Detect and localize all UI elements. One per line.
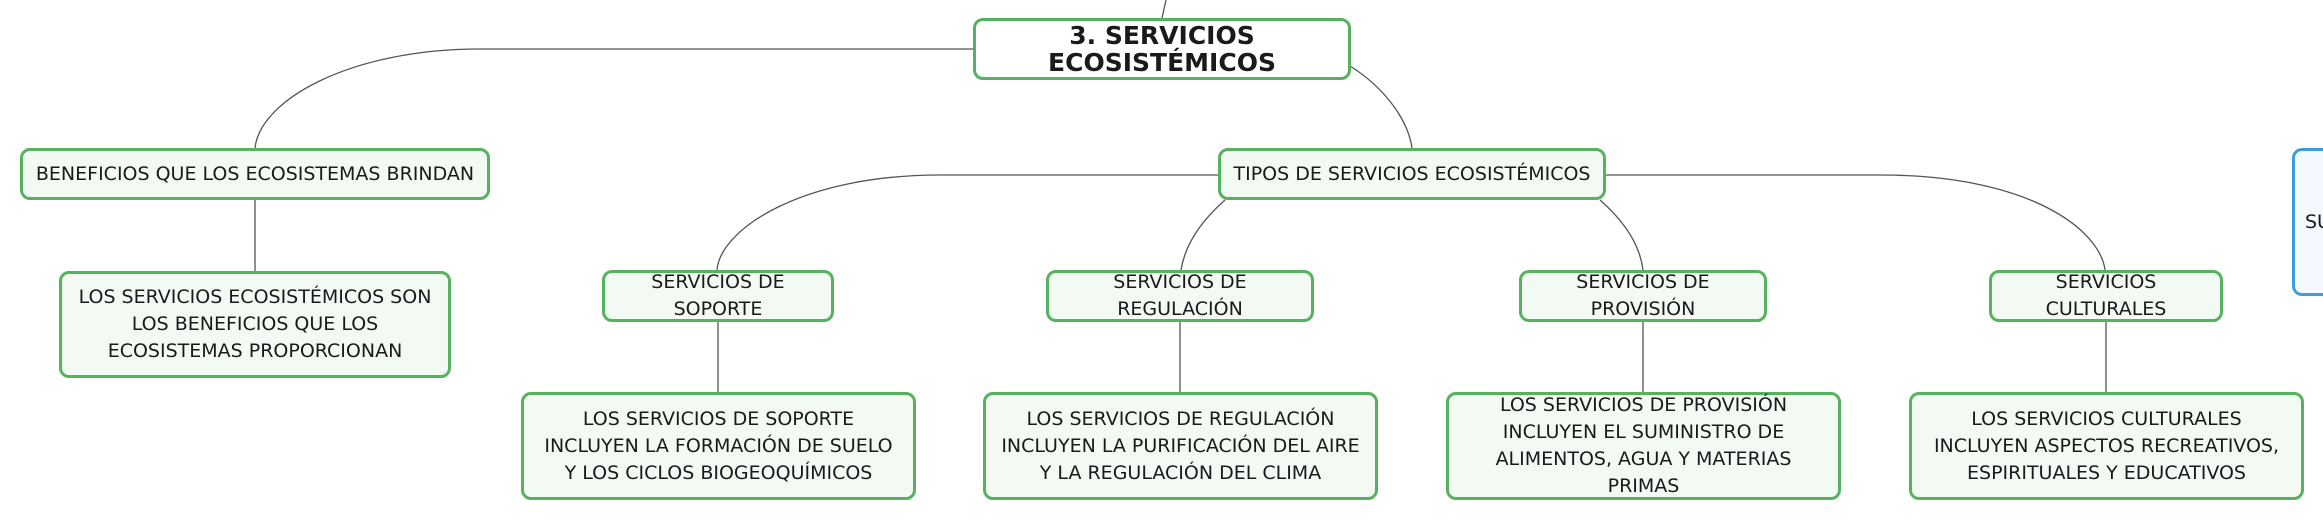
topic-soporte-label: SERVICIOS DE SOPORTE — [651, 271, 785, 320]
edge-tipos-regulacion — [1180, 199, 1226, 271]
detail-provision[interactable]: LOS SERVICIOS DE PROVISIÓN INCLUYEN EL S… — [1446, 392, 1841, 500]
root-topic[interactable]: 3. SERVICIOS ECOSISTÉMICOS — [973, 18, 1351, 80]
offscreen-topic-label: SU — [2305, 210, 2323, 233]
topic-provision[interactable]: SERVICIOS DE PROVISIÓN — [1519, 270, 1767, 322]
offscreen-topic[interactable]: SU — [2292, 148, 2323, 296]
edge-tipos-provision — [1599, 199, 1644, 271]
detail-soporte-text: LOS SERVICIOS DE SOPORTE INCLUYEN LA FOR… — [544, 407, 893, 484]
edge-parent-root — [1161, 0, 1167, 19]
detail-soporte[interactable]: LOS SERVICIOS DE SOPORTE INCLUYEN LA FOR… — [521, 392, 916, 500]
edge-root-tipos — [1349, 65, 1413, 149]
detail-culturales[interactable]: LOS SERVICIOS CULTURALES INCLUYEN ASPECT… — [1909, 392, 2304, 500]
topic-culturales-label: SERVICIOS CULTURALES — [2045, 271, 2167, 320]
edge-root-beneficios — [254, 48, 973, 149]
detail-regulacion-text: LOS SERVICIOS DE REGULACIÓN INCLUYEN LA … — [1001, 407, 1360, 484]
topic-soporte[interactable]: SERVICIOS DE SOPORTE — [602, 270, 834, 322]
topic-regulacion[interactable]: SERVICIOS DE REGULACIÓN — [1046, 270, 1314, 322]
topic-beneficios-label: BENEFICIOS QUE LOS ECOSISTEMAS BRINDAN — [35, 162, 475, 185]
edge-tipos-soporte — [716, 174, 1218, 271]
topic-culturales[interactable]: SERVICIOS CULTURALES — [1989, 270, 2223, 322]
detail-beneficios-text: LOS SERVICIOS ECOSISTÉMICOS SON LOS BENE… — [78, 286, 432, 362]
topic-provision-label: SERVICIOS DE PROVISIÓN — [1576, 271, 1710, 320]
detail-culturales-text: LOS SERVICIOS CULTURALES INCLUYEN ASPECT… — [1933, 407, 2280, 484]
topic-tipos-label: TIPOS DE SERVICIOS ECOSISTÉMICOS — [1233, 162, 1591, 185]
detail-regulacion[interactable]: LOS SERVICIOS DE REGULACIÓN INCLUYEN LA … — [983, 392, 1378, 500]
root-topic-label: 3. SERVICIOS ECOSISTÉMICOS — [1048, 21, 1276, 77]
detail-provision-text: LOS SERVICIOS DE PROVISIÓN INCLUYEN EL S… — [1495, 394, 1792, 497]
edge-tipos-culturales — [1605, 174, 2106, 271]
topic-tipos[interactable]: TIPOS DE SERVICIOS ECOSISTÉMICOS — [1218, 148, 1606, 200]
detail-beneficios[interactable]: LOS SERVICIOS ECOSISTÉMICOS SON LOS BENE… — [59, 271, 451, 378]
topic-beneficios[interactable]: BENEFICIOS QUE LOS ECOSISTEMAS BRINDAN — [20, 148, 490, 200]
topic-regulacion-label: SERVICIOS DE REGULACIÓN — [1113, 271, 1247, 320]
